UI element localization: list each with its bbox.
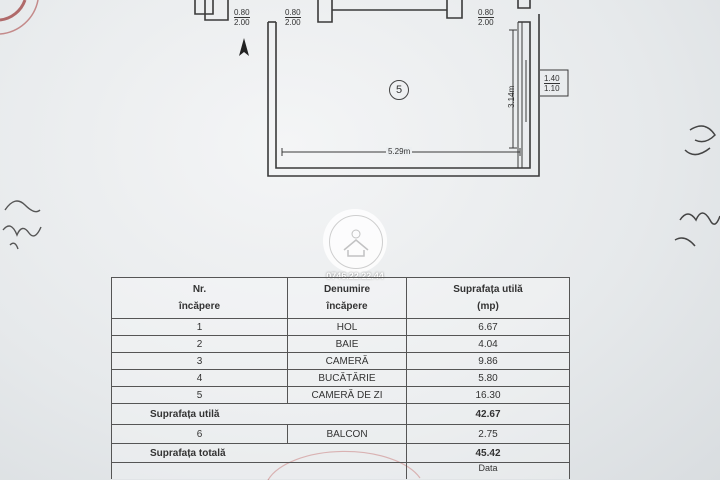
useful-area-label: Suprafața utilă [111, 403, 407, 425]
plan-wall-mid-left [317, 0, 333, 23]
room-width-label: 5.29m [386, 147, 413, 156]
table-cell [111, 462, 407, 479]
room-height-label: 3.14m [507, 85, 516, 108]
partial-cell: Data [406, 462, 570, 479]
door-dim-1: 0.80 2.00 [234, 8, 250, 27]
total-area-row: Suprafața totală 45.42 [111, 443, 570, 463]
table-cell: 2.75 [406, 424, 570, 444]
door-dim-3: 0.80 2.00 [478, 8, 494, 27]
plan-wall-mid-right [446, 0, 463, 19]
table-cell: 6.67 [406, 318, 570, 336]
total-area-label: Suprafața totală [111, 443, 407, 463]
total-area-value: 45.42 [406, 443, 570, 463]
window-dim: 1.40 1.10 [544, 74, 560, 93]
agency-phone: 0746.22.22.44 [326, 271, 384, 281]
plan-window-marker [540, 69, 569, 97]
plan-wall-left-inner [204, 0, 229, 21]
table-cell: 3 [111, 352, 288, 370]
table-cell: 4.04 [406, 335, 570, 353]
useful-area-row: Suprafața utilă 42.67 [111, 403, 570, 425]
stamp-fragment-top-left [0, 0, 27, 22]
table-cell: CAMERĂ [287, 352, 407, 370]
table-cell: 2 [111, 335, 288, 353]
north-arrow-icon [239, 38, 249, 56]
partial-row: Data [111, 462, 570, 479]
table-cell: 9.86 [406, 352, 570, 370]
useful-area-value: 42.67 [406, 403, 570, 425]
signature-right [674, 125, 720, 247]
header-nr: Nr.încăpere [111, 277, 288, 319]
plan-wall-left-top [194, 0, 214, 15]
table-cell: 16.30 [406, 386, 570, 404]
room-number-badge: 5 [389, 80, 409, 100]
table-cell: 4 [111, 369, 288, 387]
table-cell: HOL [287, 318, 407, 336]
signature-left [2, 200, 42, 250]
plan-room-inner [275, 21, 531, 169]
table-cell: BALCON [287, 424, 407, 444]
table-cell: BAIE [287, 335, 407, 353]
plan-wall-right-top [517, 0, 531, 9]
door-dim-2: 0.80 2.00 [285, 8, 301, 27]
table-cell: 5 [111, 386, 288, 404]
table-cell: 5.80 [406, 369, 570, 387]
agency-logo-seal [323, 209, 387, 273]
header-area: Suprafața utilă(mp) [406, 277, 570, 319]
table-cell: BUCĂTĂRIE [287, 369, 407, 387]
table-cell: 1 [111, 318, 288, 336]
table-cell: CAMERĂ DE ZI [287, 386, 407, 404]
table-cell: 6 [111, 424, 288, 444]
plan-room-outer [267, 14, 540, 177]
